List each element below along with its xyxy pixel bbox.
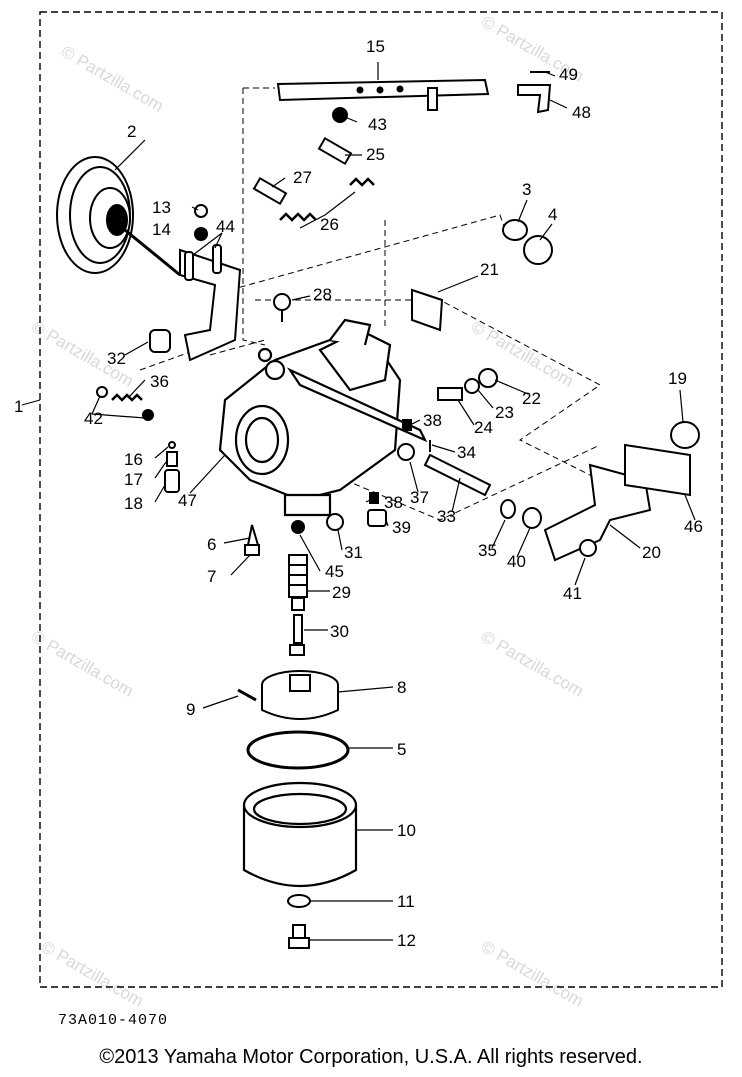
callout-36: 36 [150, 372, 169, 391]
callout-41: 41 [563, 584, 582, 603]
callout-labels: 1 2 3 4 5 6 7 8 9 10 11 12 13 14 15 16 1… [14, 37, 703, 950]
plate-part [411, 288, 444, 332]
callout-37: 37 [410, 488, 429, 507]
callout-33: 33 [437, 507, 456, 526]
callout-24: 24 [474, 418, 493, 437]
callout-5: 5 [397, 740, 406, 759]
callout-17: 17 [124, 470, 143, 489]
callout-45: 45 [325, 562, 344, 581]
callout-12: 12 [397, 931, 416, 950]
diagram-code: 73A010-4070 [58, 1012, 169, 1029]
callout-43: 43 [368, 115, 387, 134]
link-lever-part [517, 71, 552, 114]
watermark: © Partzilla.com [478, 627, 587, 701]
callout-2: 2 [127, 122, 136, 141]
callout-32: 32 [107, 349, 126, 368]
choke-shaft-part [397, 419, 492, 497]
callout-47: 47 [178, 491, 197, 510]
callout-27: 27 [293, 168, 312, 187]
plug-spring-part [96, 329, 171, 421]
float-part [237, 670, 339, 720]
callout-1: 1 [14, 397, 23, 416]
callout-42: 42 [84, 409, 103, 428]
jet-part [164, 441, 180, 493]
callout-23: 23 [495, 403, 514, 422]
choke-bracket-part [179, 204, 242, 362]
callout-4: 4 [548, 205, 557, 224]
callout-30: 30 [330, 622, 349, 641]
callout-8: 8 [397, 678, 406, 697]
watermark: © Partzilla.com [478, 937, 587, 1011]
bracket-part [543, 421, 700, 562]
watermark: © Partzilla.com [28, 627, 137, 701]
pilot-screw-part [252, 136, 375, 222]
spring-part [500, 499, 542, 529]
callout-25: 25 [366, 145, 385, 164]
callout-15: 15 [366, 37, 385, 56]
nut-part [332, 107, 348, 123]
leader-lines [91, 62, 696, 941]
callout-21: 21 [480, 260, 499, 279]
nut-part [523, 235, 553, 265]
callout-18: 18 [124, 494, 143, 513]
screw-part [273, 293, 291, 322]
callout-44: 44 [216, 217, 235, 236]
callout-11: 11 [397, 892, 415, 911]
callout-20: 20 [642, 543, 661, 562]
needle-part [244, 524, 260, 556]
callout-3: 3 [522, 180, 531, 199]
float-bowl-part [242, 781, 358, 888]
callout-38b: 38 [384, 493, 403, 512]
callout-34: 34 [457, 443, 476, 462]
vacuum-diaphragm-part [56, 156, 181, 277]
screw-part [326, 492, 387, 531]
callout-10: 10 [397, 821, 416, 840]
assembly-border [39, 11, 723, 988]
watermark: © Partzilla.com [38, 937, 147, 1011]
callout-22: 22 [522, 389, 541, 408]
callout-26: 26 [320, 215, 339, 234]
drain-bolt-part [287, 894, 311, 949]
callout-46: 46 [684, 517, 703, 536]
main-jet-stack-part [288, 520, 308, 656]
callout-38a: 38 [423, 411, 442, 430]
callout-7: 7 [207, 567, 216, 586]
callout-40: 40 [507, 552, 526, 571]
callout-19: 19 [668, 369, 687, 388]
callout-35: 35 [478, 541, 497, 560]
callout-6: 6 [207, 535, 216, 554]
callout-39: 39 [392, 518, 411, 537]
copyright-notice: ©2013 Yamaha Motor Corporation, U.S.A. A… [99, 1046, 643, 1068]
callout-9: 9 [186, 700, 195, 719]
screw-washer-part [437, 368, 498, 401]
callout-28: 28 [313, 285, 332, 304]
callout-16: 16 [124, 450, 143, 469]
carburetor-body-part [218, 318, 428, 517]
washer-part [502, 219, 528, 241]
callout-48: 48 [572, 103, 591, 122]
callout-leader [21, 399, 41, 406]
callout-29: 29 [332, 583, 351, 602]
callout-14: 14 [152, 220, 171, 239]
callout-13: 13 [152, 198, 171, 217]
callout-49: 49 [559, 65, 578, 84]
watermark: © Partzilla.com [58, 42, 167, 116]
gasket-part [246, 730, 350, 770]
callout-31: 31 [344, 543, 363, 562]
throttle-lever-part [276, 78, 490, 111]
